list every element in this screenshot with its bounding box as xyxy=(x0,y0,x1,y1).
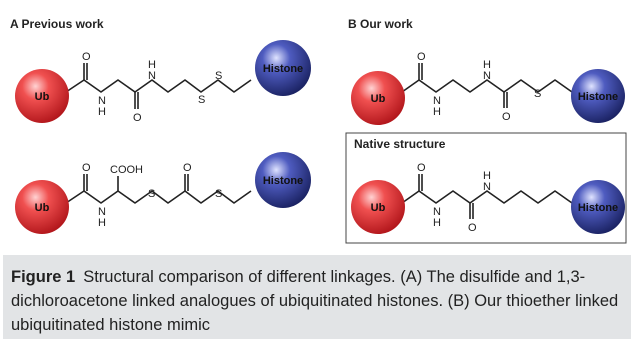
native-structure-box xyxy=(345,132,627,244)
atom-n: N xyxy=(483,70,491,82)
ub-label: Ub xyxy=(35,202,50,214)
ub-sphere xyxy=(351,71,405,125)
histone-label: Histone xyxy=(578,202,618,214)
ub-label: Ub xyxy=(35,91,50,103)
atom-o: O xyxy=(502,111,511,123)
structure-disulfide xyxy=(65,63,252,109)
atom-n: N xyxy=(433,95,441,107)
atom-h: H xyxy=(483,170,491,182)
atom-s: S xyxy=(534,88,541,100)
structure-dichloroacetone xyxy=(65,174,252,204)
caption-text: Structural comparison of different linka… xyxy=(11,268,619,334)
atom-s: S xyxy=(148,188,155,200)
ub-sphere xyxy=(15,180,69,234)
structure-disulfide-atoms: O N H O H N S S xyxy=(82,51,222,124)
atom-n: N xyxy=(433,206,441,218)
native-structure-title: Native structure xyxy=(354,137,446,151)
atom-n: N xyxy=(98,95,106,107)
histone-sphere xyxy=(255,40,311,96)
histone-sphere xyxy=(255,152,311,208)
atom-h: H xyxy=(433,106,441,118)
ub-label: Ub xyxy=(371,93,386,105)
atom-o: O xyxy=(417,162,426,174)
atom-o: O xyxy=(82,51,91,63)
histone-sphere xyxy=(571,180,625,234)
figure-svg: A Previous work B Our work Native struct… xyxy=(10,17,627,244)
atom-o: O xyxy=(82,162,91,174)
atom-h: H xyxy=(98,106,106,118)
atom-h: H xyxy=(98,217,106,229)
atom-s: S xyxy=(215,70,222,82)
structure-thioether-atoms: O N H H N O S xyxy=(417,51,541,123)
ub-label: Ub xyxy=(371,202,386,214)
atom-o: O xyxy=(417,51,426,63)
atom-cooh: COOH xyxy=(110,164,143,176)
atom-o: O xyxy=(133,112,142,124)
atom-h: H xyxy=(148,59,156,71)
histone-sphere xyxy=(571,69,625,123)
caption-label: Figure 1 xyxy=(11,268,76,286)
atom-s: S xyxy=(215,188,222,200)
atom-n: N xyxy=(98,206,106,218)
structure-native-atoms: O N H O H N xyxy=(417,162,491,234)
figure: A Previous work B Our work Native struct… xyxy=(10,17,627,244)
histone-label: Histone xyxy=(263,175,303,187)
histone-label: Histone xyxy=(578,91,618,103)
atom-n: N xyxy=(483,181,491,193)
structure-thioether xyxy=(401,63,573,108)
panel-b-title: B Our work xyxy=(348,17,413,31)
atom-h: H xyxy=(433,217,441,229)
atom-o: O xyxy=(468,222,477,234)
atom-o: O xyxy=(183,162,192,174)
structure-native xyxy=(401,174,573,219)
ub-sphere xyxy=(351,180,405,234)
histone-label: Histone xyxy=(263,63,303,75)
atom-n: N xyxy=(148,70,156,82)
atom-s: S xyxy=(198,94,205,106)
atom-h: H xyxy=(483,59,491,71)
structure-dichloroacetone-atoms: O COOH N H S O S xyxy=(82,162,222,229)
panel-a-title: A Previous work xyxy=(10,17,104,31)
ub-sphere xyxy=(15,69,69,123)
